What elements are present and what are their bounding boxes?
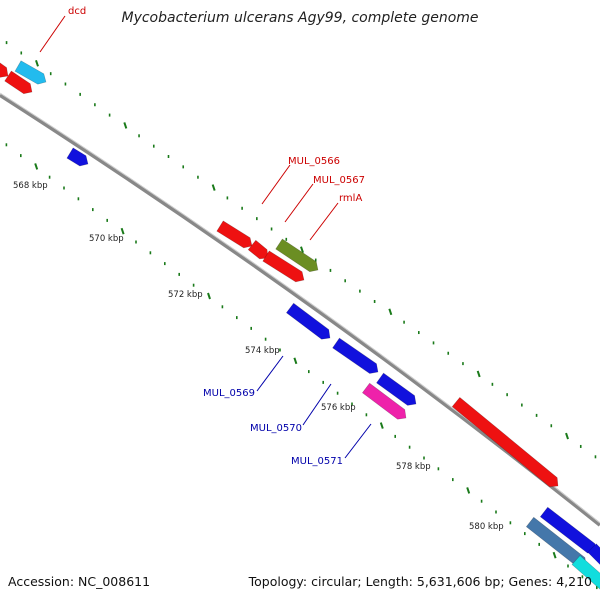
map-title: Mycobacterium ulcerans Agy99, complete g… [121, 10, 479, 26]
gene-features [0, 60, 600, 590]
gene-a [0, 62, 9, 78]
ruler-labels: 568 kbp 570 kbp 572 kbp 574 kbp 576 kbp … [13, 181, 504, 532]
ruler-label-568: 568 kbp [13, 181, 48, 191]
gene-label-dcd: dcd [68, 6, 86, 17]
tick-mark [207, 292, 211, 300]
gene-label-mul-0570: MUL_0570 [250, 423, 302, 434]
label-leader-line [39, 15, 66, 53]
tick-mark [565, 432, 569, 440]
gene-dcd [14, 60, 47, 85]
gene-label-mul-0569: MUL_0569 [203, 388, 255, 399]
ruler-label-572: 572 kbp [168, 290, 203, 300]
ruler-label-576: 576 kbp [321, 403, 356, 413]
gene-c [66, 147, 89, 167]
gene-label-rmla: rmlA [339, 193, 362, 204]
tick-mark [300, 246, 304, 254]
tick-mark [34, 163, 39, 170]
gene-label-mul-0567: MUL_0567 [313, 175, 365, 186]
tick-marks [5, 41, 598, 590]
gene-labels: dcd MUL_0566 MUL_0567 rmlA MUL_0569 MUL_… [68, 6, 365, 467]
gene-rmla [275, 238, 319, 273]
ruler-label-570: 570 kbp [89, 234, 124, 244]
tick-mark [388, 308, 393, 316]
topology-text: Topology: circular; Length: 5,631,606 bp… [248, 574, 592, 589]
ruler-label-580: 580 kbp [469, 522, 504, 532]
gene-e [376, 372, 417, 406]
gene-mul-0566 [216, 220, 253, 249]
tick-mark [120, 227, 125, 235]
accession-text: Accession: NC_008611 [8, 574, 151, 589]
gene-j [571, 555, 600, 590]
gene-f [451, 396, 559, 488]
tick-mark [379, 422, 384, 429]
label-leader-line [344, 423, 372, 459]
gene-b [4, 70, 33, 95]
tick-mark [476, 370, 481, 378]
gene-mul-0570 [332, 337, 379, 374]
gene-label-mul-0566: MUL_0566 [288, 156, 340, 167]
tick-mark [293, 357, 298, 365]
label-leader-line [302, 383, 332, 426]
gene-i [587, 543, 600, 565]
tick-mark [466, 487, 471, 494]
gene-label-mul-0571: MUL_0571 [291, 456, 343, 467]
label-leaders [39, 15, 372, 459]
tick-mark [552, 551, 557, 559]
ruler-label-578: 578 kbp [396, 462, 431, 472]
gene-mul-0571 [361, 382, 407, 420]
ruler-label-574: 574 kbp [245, 346, 280, 356]
label-leader-line [284, 183, 314, 223]
label-leader-line [256, 355, 284, 392]
tick-mark [35, 59, 39, 67]
gene-d [262, 250, 305, 283]
tick-mark [123, 122, 128, 129]
tick-mark [211, 184, 216, 191]
label-leader-line [309, 202, 339, 241]
label-leader-line [261, 164, 291, 205]
gene-mul-0569 [285, 302, 331, 340]
